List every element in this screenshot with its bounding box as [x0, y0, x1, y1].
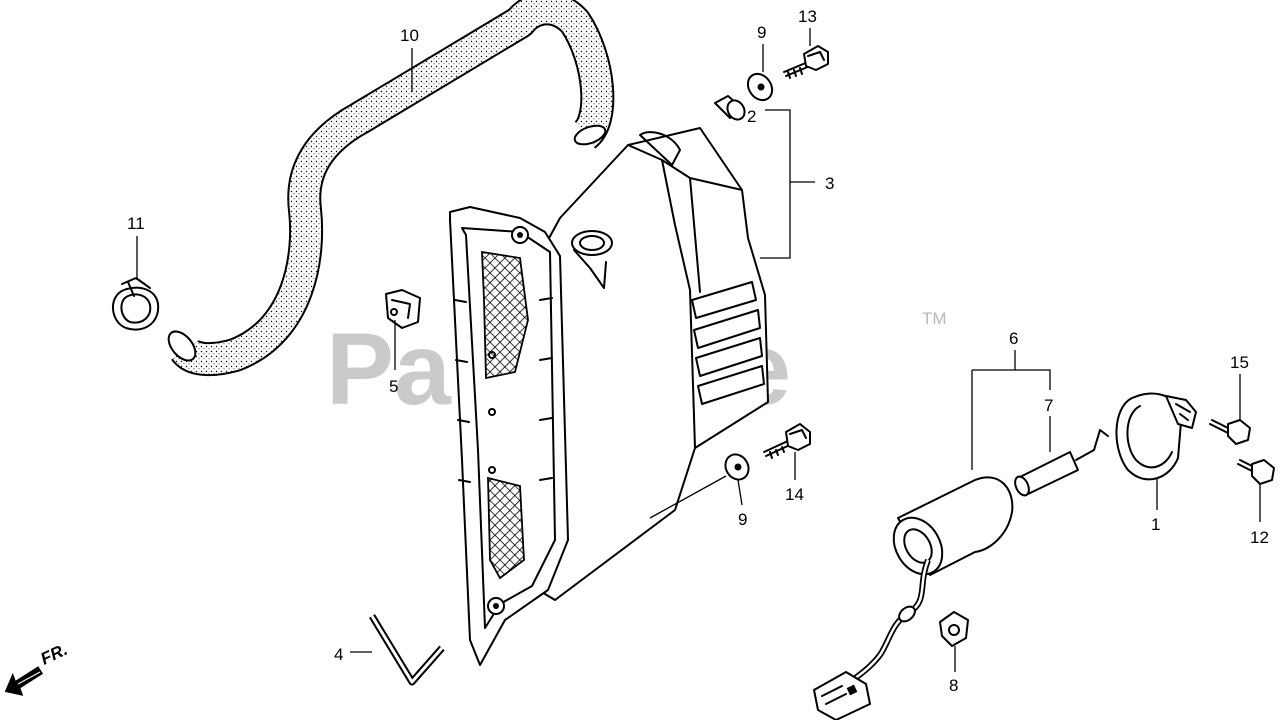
- callout-labels: 10 11 5 9 13 2 3 4 9 14 6 7 1 15 12 8: [127, 7, 1269, 695]
- part-2-grommet[interactable]: [714, 95, 748, 123]
- callout-11: 11: [127, 214, 145, 233]
- part-6-element-assembly[interactable]: [813, 476, 1014, 720]
- front-direction-indicator: FR.: [4, 640, 71, 696]
- callout-1: 1: [1151, 515, 1160, 534]
- callout-14: 14: [785, 485, 804, 504]
- callout-2: 2: [747, 107, 756, 126]
- part-9-washer-lower[interactable]: [721, 450, 753, 484]
- callout-13: 13: [798, 7, 817, 26]
- leader-lines: [136, 28, 1261, 672]
- callout-9-top: 9: [757, 23, 766, 42]
- callout-12: 12: [1250, 528, 1269, 547]
- callout-4: 4: [334, 645, 343, 664]
- part-13-bolt[interactable]: [783, 45, 829, 79]
- callout-6: 6: [1009, 329, 1018, 348]
- part-9-washer-top[interactable]: [743, 69, 777, 105]
- part-1-band-clamp[interactable]: [1115, 392, 1197, 481]
- part-4-wire-pin[interactable]: [369, 614, 445, 686]
- callout-5: 5: [389, 377, 398, 396]
- part-7-sensor[interactable]: [1012, 429, 1109, 498]
- part-11-hose-clip[interactable]: [112, 277, 160, 331]
- callout-8: 8: [949, 676, 958, 695]
- callout-7: 7: [1044, 396, 1053, 415]
- callout-9-lower: 9: [738, 510, 747, 529]
- part-3-air-cleaner-case[interactable]: [449, 127, 769, 666]
- part-8-clip[interactable]: [939, 611, 969, 647]
- callout-15: 15: [1230, 353, 1249, 372]
- part-14-bolt[interactable]: [763, 423, 811, 459]
- front-arrow-icon: [4, 666, 44, 696]
- callout-10: 10: [400, 26, 419, 45]
- part-15-bolt[interactable]: [1209, 419, 1251, 445]
- callout-3: 3: [825, 174, 834, 193]
- part-12-bolt[interactable]: [1237, 459, 1275, 485]
- part-10-breather-hose[interactable]: [163, 0, 615, 377]
- watermark-trademark: TM: [922, 309, 947, 328]
- part-5-clip[interactable]: [385, 289, 421, 329]
- front-label: FR.: [38, 640, 71, 669]
